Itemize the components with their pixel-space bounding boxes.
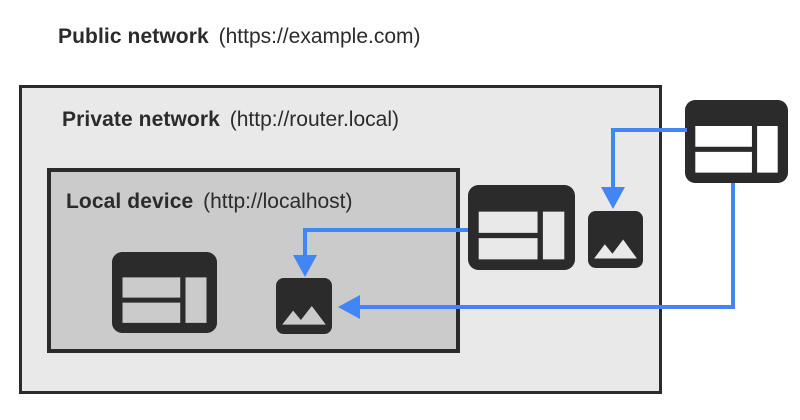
private-network-label-bold: Private network (62, 108, 220, 131)
local-device-label: Local device (http://localhost) (66, 190, 353, 214)
private-network-label-url: (http://router.local) (229, 108, 399, 131)
public-browser-window-icon (685, 100, 788, 183)
local-image-icon (276, 278, 332, 334)
private-image-icon (588, 211, 643, 268)
local-device-label-bold: Local device (66, 190, 194, 213)
private-browser-window-icon (468, 185, 575, 270)
local-browser-window-icon (112, 252, 217, 333)
public-network-label-url: (https://example.com) (218, 25, 421, 48)
local-device-label-url: (http://localhost) (203, 190, 353, 213)
public-network-label-bold: Public network (58, 25, 209, 48)
public-network-label: Public network (https://example.com) (58, 25, 421, 49)
private-network-label: Private network (http://router.local) (62, 108, 399, 132)
